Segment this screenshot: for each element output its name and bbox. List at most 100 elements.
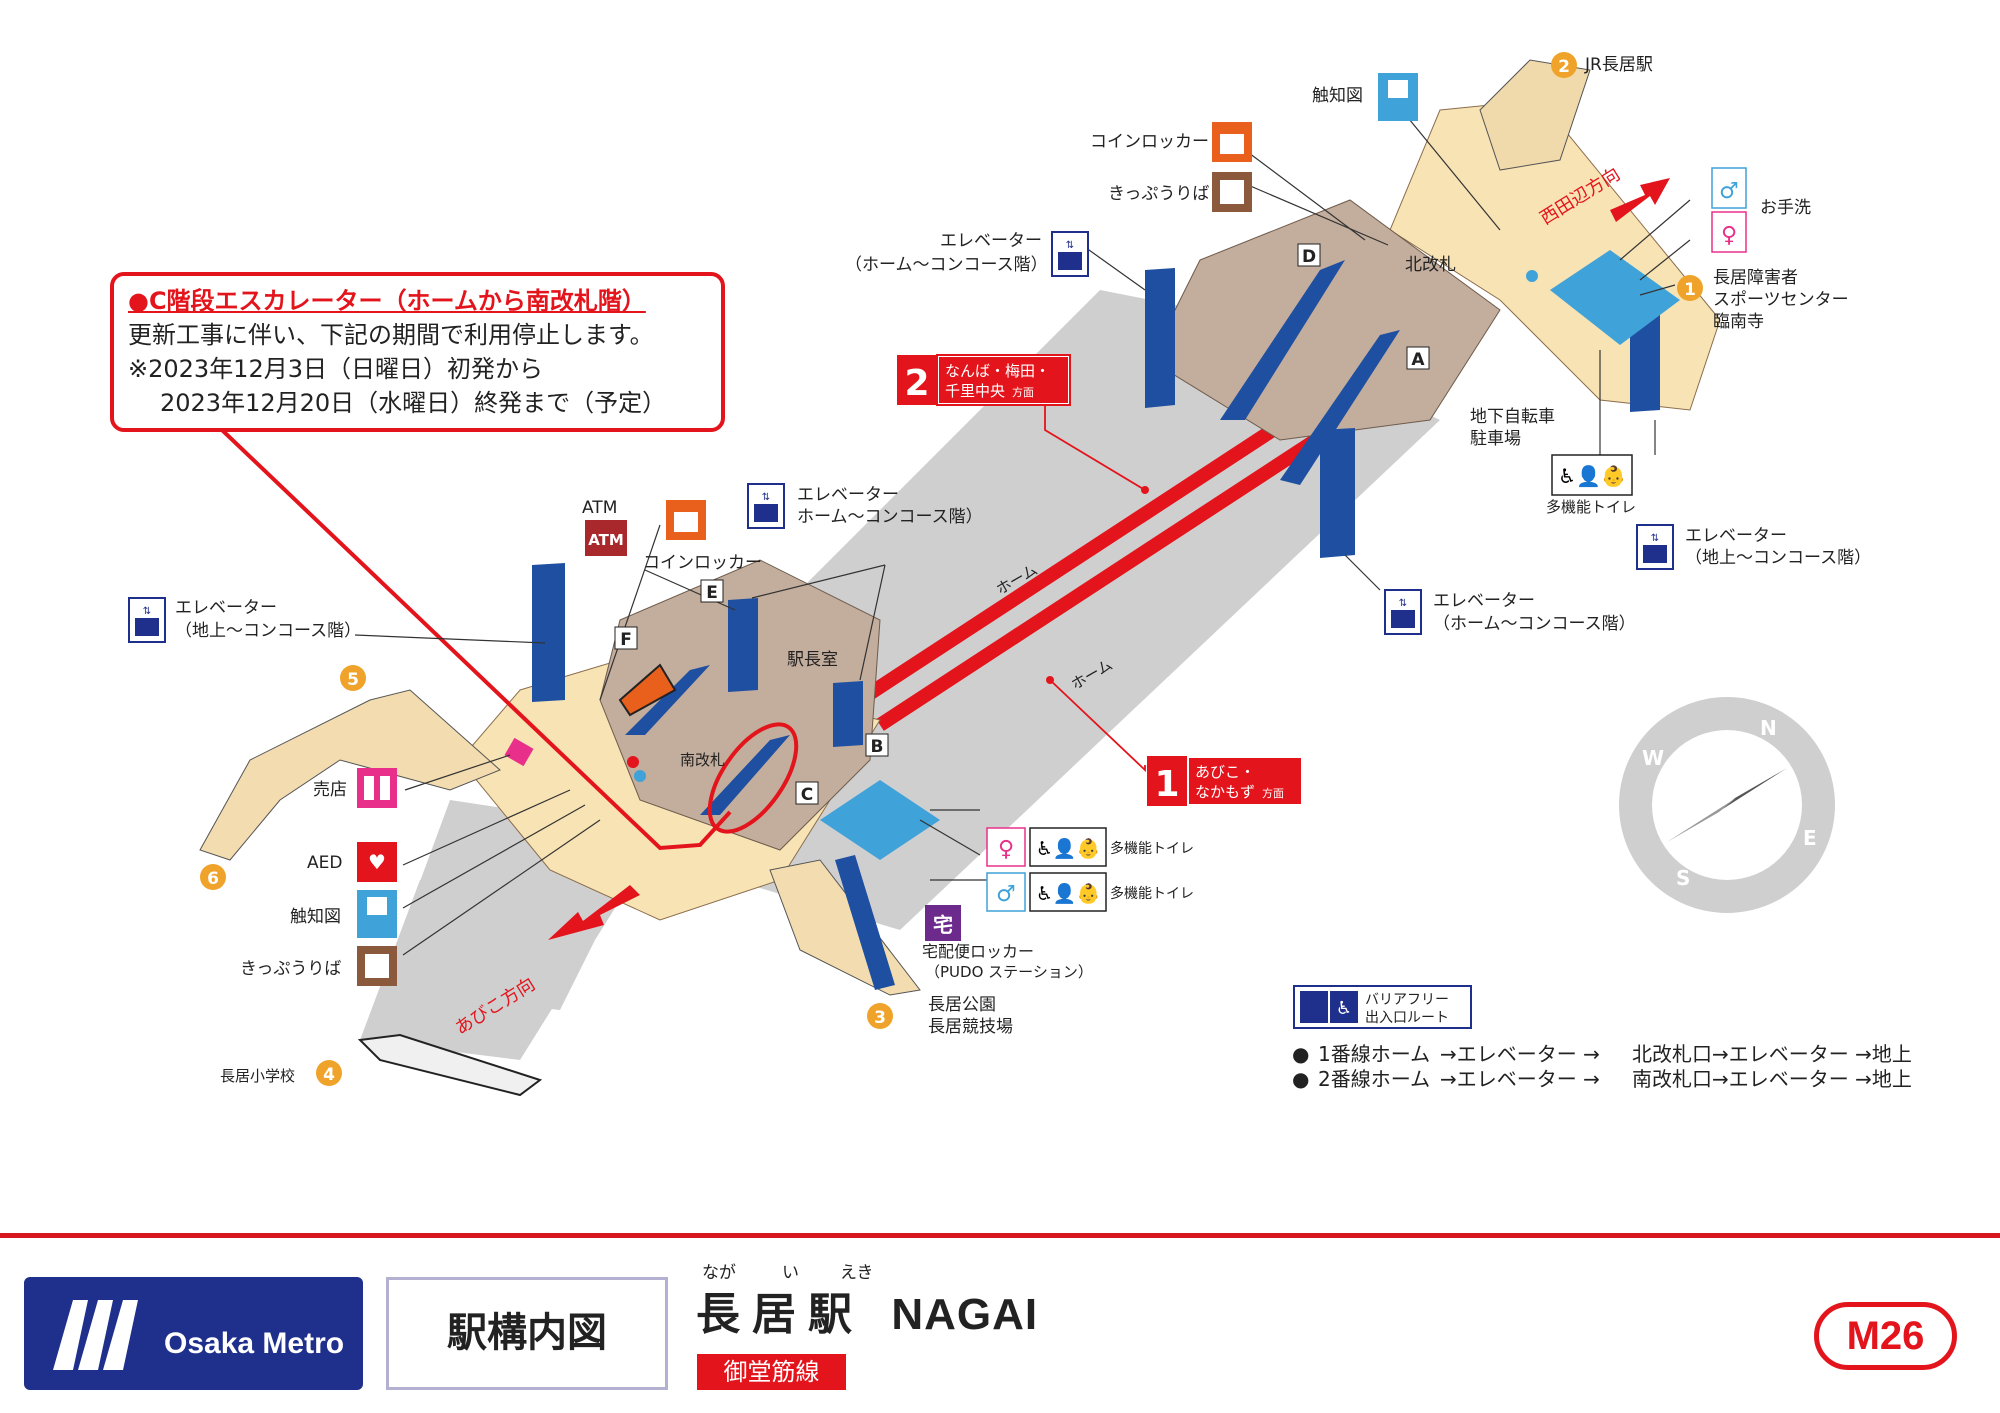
exit-3-label-line2: 長居競技場 xyxy=(928,1017,1013,1037)
svg-text:♂: ♂ xyxy=(996,882,1016,907)
tactile-map-icon xyxy=(1378,73,1418,121)
notice-line2: ※2023年12月3日（日曜日）初発から xyxy=(128,355,543,383)
svg-text:♿👤👶: ♿👤👶 xyxy=(1036,882,1100,905)
elev-chijo-north-line2: （地上～コンコース階） xyxy=(1685,548,1871,568)
exit-1-number: 1 xyxy=(1684,280,1696,300)
tactile-north-label: 触知図 xyxy=(1312,86,1363,106)
station-name-en: NAGAI xyxy=(891,1290,1039,1339)
escalator-c xyxy=(700,735,790,815)
elev-home-east-line2: （ホーム～コンコース階） xyxy=(1433,614,1636,634)
platform-1-number: 1 xyxy=(1154,764,1179,805)
bicycle-label-line2: 駐車場 xyxy=(1470,429,1521,449)
elev-chijo-south-line2: （地上～コンコース階） xyxy=(175,621,361,641)
platform-marker-1 xyxy=(1046,676,1054,684)
exit-2-label: JR長居駅 xyxy=(1584,55,1653,75)
south-taupe-area xyxy=(599,559,881,851)
platform-leaders xyxy=(1044,405,1146,773)
exit-1-label-line1: 長居障害者 xyxy=(1713,268,1798,288)
bicycle-label-line1: 地下自転車 xyxy=(1470,407,1555,427)
exit-4-number: 4 xyxy=(323,1065,335,1085)
exit-2-number: 2 xyxy=(1558,57,1570,77)
exit-4-label: 長居小学校 xyxy=(220,1067,295,1085)
toilet-man-icon: ♂ xyxy=(986,872,1026,912)
platform-1-suffix: 方面 xyxy=(1262,786,1284,800)
ekichoushitsu-label: 駅長室 xyxy=(787,650,838,670)
station-name-jp: 長居駅 xyxy=(696,1289,864,1340)
kita-kaisatsu-label: 北改札 xyxy=(1405,255,1456,275)
osaka-metro-mark-icon xyxy=(53,1300,138,1370)
south-toilet-area xyxy=(820,780,940,860)
elevator-icon: ⇅ xyxy=(1051,231,1089,277)
kippu-north-label: きっぷうりば xyxy=(1108,184,1209,204)
escalator-notice: ●C階段エスカレーター（ホームから南改札階） 更新工事に伴い、下記の期間で利用停… xyxy=(110,272,725,432)
exit-1-label-line2: スポーツセンター xyxy=(1713,290,1849,310)
north-toilet-area xyxy=(1550,250,1680,345)
elev-home-south-line1: エレベーター xyxy=(797,485,899,505)
svg-text:♂: ♂ xyxy=(1719,179,1739,204)
platform-2-number: 2 xyxy=(904,363,929,404)
platform-1-dest2: なかもず xyxy=(1195,783,1255,801)
arrow-nishitanabe xyxy=(1610,178,1670,222)
aed-label: AED xyxy=(307,853,342,873)
svg-text:♀: ♀ xyxy=(998,837,1014,862)
svg-text:♿👤👶: ♿👤👶 xyxy=(1558,464,1626,488)
platform-1-badge: 1 あびこ・ なかもず 方面 xyxy=(1147,756,1301,806)
tatoilet-north-label: 多機能トイレ xyxy=(1546,498,1636,516)
leader-lines xyxy=(354,107,1691,956)
stair-label-c: C xyxy=(801,785,813,805)
takuhai-label-line1: 宅配便ロッカー xyxy=(922,942,1034,961)
platform-2-badge: 2 なんば・梅田・ 千里中央 方面 xyxy=(897,354,1071,406)
bf-title-line1: バリアフリー xyxy=(1365,992,1449,1008)
aed-dot xyxy=(627,756,639,768)
stair-exit5-6 xyxy=(199,689,501,861)
exit-1-label-line3: 臨南寺 xyxy=(1713,312,1764,332)
exit-3-label-line1: 長居公園 xyxy=(928,995,996,1015)
osaka-metro-logo: Osaka Metro xyxy=(24,1277,363,1390)
atm-icon: ATM xyxy=(585,520,627,556)
stair-label-f: F xyxy=(620,630,632,650)
arrow-abiko xyxy=(548,885,640,940)
svg-text:⇅: ⇅ xyxy=(1399,598,1407,609)
escalator-f-side xyxy=(625,665,710,735)
escalator-d xyxy=(1220,260,1345,420)
platform-2-dest1: なんば・梅田・ xyxy=(945,362,1050,380)
accessible-toilet-icon: ♿👤👶 xyxy=(1551,454,1633,496)
elev-chijo-south-line1: エレベーター xyxy=(175,598,277,618)
kippu-south-label: きっぷうりば xyxy=(240,959,341,979)
south-elevator-b xyxy=(833,681,863,747)
stair-letters: D A B C E F xyxy=(614,243,1430,805)
stair-exit4 xyxy=(357,1033,543,1097)
elevator-icon: ⇅ xyxy=(747,483,785,529)
shop-icon xyxy=(357,768,397,808)
ticket-machine-icon xyxy=(357,946,397,986)
svg-text:⇅: ⇅ xyxy=(143,606,151,617)
stair-label-a: A xyxy=(1411,350,1425,370)
bf-route2-platform: 2番線ホーム xyxy=(1318,1067,1430,1091)
footer-divider xyxy=(0,1233,2000,1238)
svg-text:⇅: ⇅ xyxy=(1651,533,1659,544)
ruby-naga: なが xyxy=(702,1263,736,1283)
exit-3-number: 3 xyxy=(874,1008,886,1028)
platform-marker-2 xyxy=(1141,486,1149,494)
toilet-woman-icon: ♀ xyxy=(1711,211,1747,253)
coin-locker-icon xyxy=(1212,122,1252,162)
bf-route1-mid: →エレベーター → xyxy=(1440,1042,1600,1066)
north-elevator-home2 xyxy=(1320,428,1355,558)
svg-text:♿: ♿ xyxy=(1336,998,1352,1019)
elevator-icon: ⇅ xyxy=(1636,524,1674,570)
ruby-i: い xyxy=(782,1263,799,1283)
bf-route1-end: 北改札口→エレベーター →地上 xyxy=(1632,1042,1912,1066)
svg-text:⇅: ⇅ xyxy=(1066,240,1074,251)
escalator-exit3 xyxy=(835,855,895,990)
minami-kaisatsu-label: 南改札 xyxy=(680,751,725,769)
svg-text:♀: ♀ xyxy=(1721,223,1737,248)
compass-s: S xyxy=(1676,866,1690,890)
north-stair-exit2 xyxy=(1479,59,1591,171)
atm-label: ATM xyxy=(582,498,617,518)
tatoilet-south-label-1: 多機能トイレ xyxy=(1110,840,1194,857)
shop-label: 売店 xyxy=(313,780,347,800)
bf-route2-bullet: ● xyxy=(1292,1067,1309,1091)
svg-text:⇅: ⇅ xyxy=(762,492,770,503)
parcel-locker-icon: 宅 xyxy=(925,905,961,941)
stair-label-d: D xyxy=(1302,247,1316,267)
